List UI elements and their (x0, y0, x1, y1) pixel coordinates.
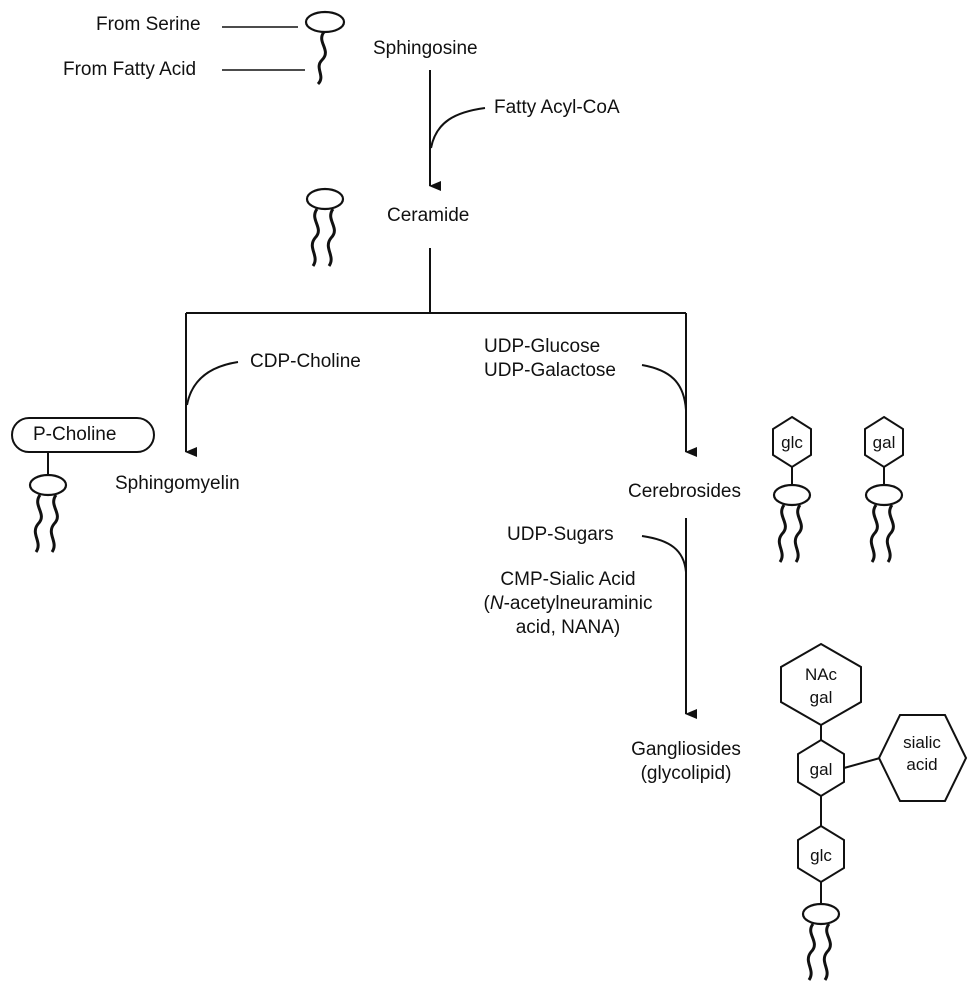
nana-label: acid, NANA) (515, 617, 621, 638)
udp-sugars-curve (641, 535, 687, 573)
nac-gal-label: gal (810, 688, 833, 707)
n-acetylneuraminic-label: (N-acetylneuraminic (470, 592, 666, 616)
udp-glucose-curve (641, 364, 687, 411)
acid-label: acid (906, 755, 937, 774)
sphingosine-label: Sphingosine (373, 38, 478, 59)
cdp-choline-label: CDP-Choline (250, 351, 361, 372)
glycolipid-label: (glycolipid) (640, 763, 732, 784)
ganglioside-gal-label: gal (810, 760, 833, 779)
p-choline-label: P-Choline (33, 424, 117, 445)
sialic-label: sialic (903, 733, 941, 752)
cerebroside-glc-label: glc (781, 433, 803, 452)
n-acetyl-rest: -acetylneuraminic (503, 593, 653, 614)
cmp-sialic-acid-label: CMP-Sialic Acid (500, 569, 636, 590)
from-fatty-acid-label: From Fatty Acid (63, 59, 197, 80)
cdp-choline-curve (186, 361, 239, 406)
fatty-acyl-coa-curve (430, 107, 486, 149)
ceramide-molecule-icon (305, 187, 345, 267)
cerebrosides-label: Cerebrosides (628, 481, 741, 502)
cerebroside-gal-molecule-icon (864, 415, 904, 563)
cerebroside-glc-molecule-icon (772, 415, 812, 563)
udp-glucose-label: UDP-Glucose (484, 336, 601, 357)
n-acetyl-italic-n: N (489, 593, 504, 614)
ganglioside-molecule-icon (780, 642, 968, 981)
sphingomyelin-label: Sphingomyelin (115, 473, 240, 494)
ceramide-label: Ceramide (387, 205, 470, 226)
sphingomyelin-molecule-icon (11, 417, 155, 553)
udp-sugars-label: UDP-Sugars (507, 524, 614, 545)
n-acetyl-open-paren: ( (483, 593, 490, 614)
gangliosides-label: Gangliosides (631, 739, 741, 760)
cerebroside-gal-label: gal (873, 433, 896, 452)
from-serine-label: From Serine (96, 14, 201, 35)
fatty-acyl-coa-label: Fatty Acyl-CoA (494, 97, 620, 118)
udp-galactose-label: UDP-Galactose (484, 360, 616, 381)
nac-label: NAc (805, 665, 838, 684)
ganglioside-glc-label: glc (810, 846, 832, 865)
branch-connector (186, 248, 686, 314)
sphingosine-molecule-icon (222, 10, 346, 86)
